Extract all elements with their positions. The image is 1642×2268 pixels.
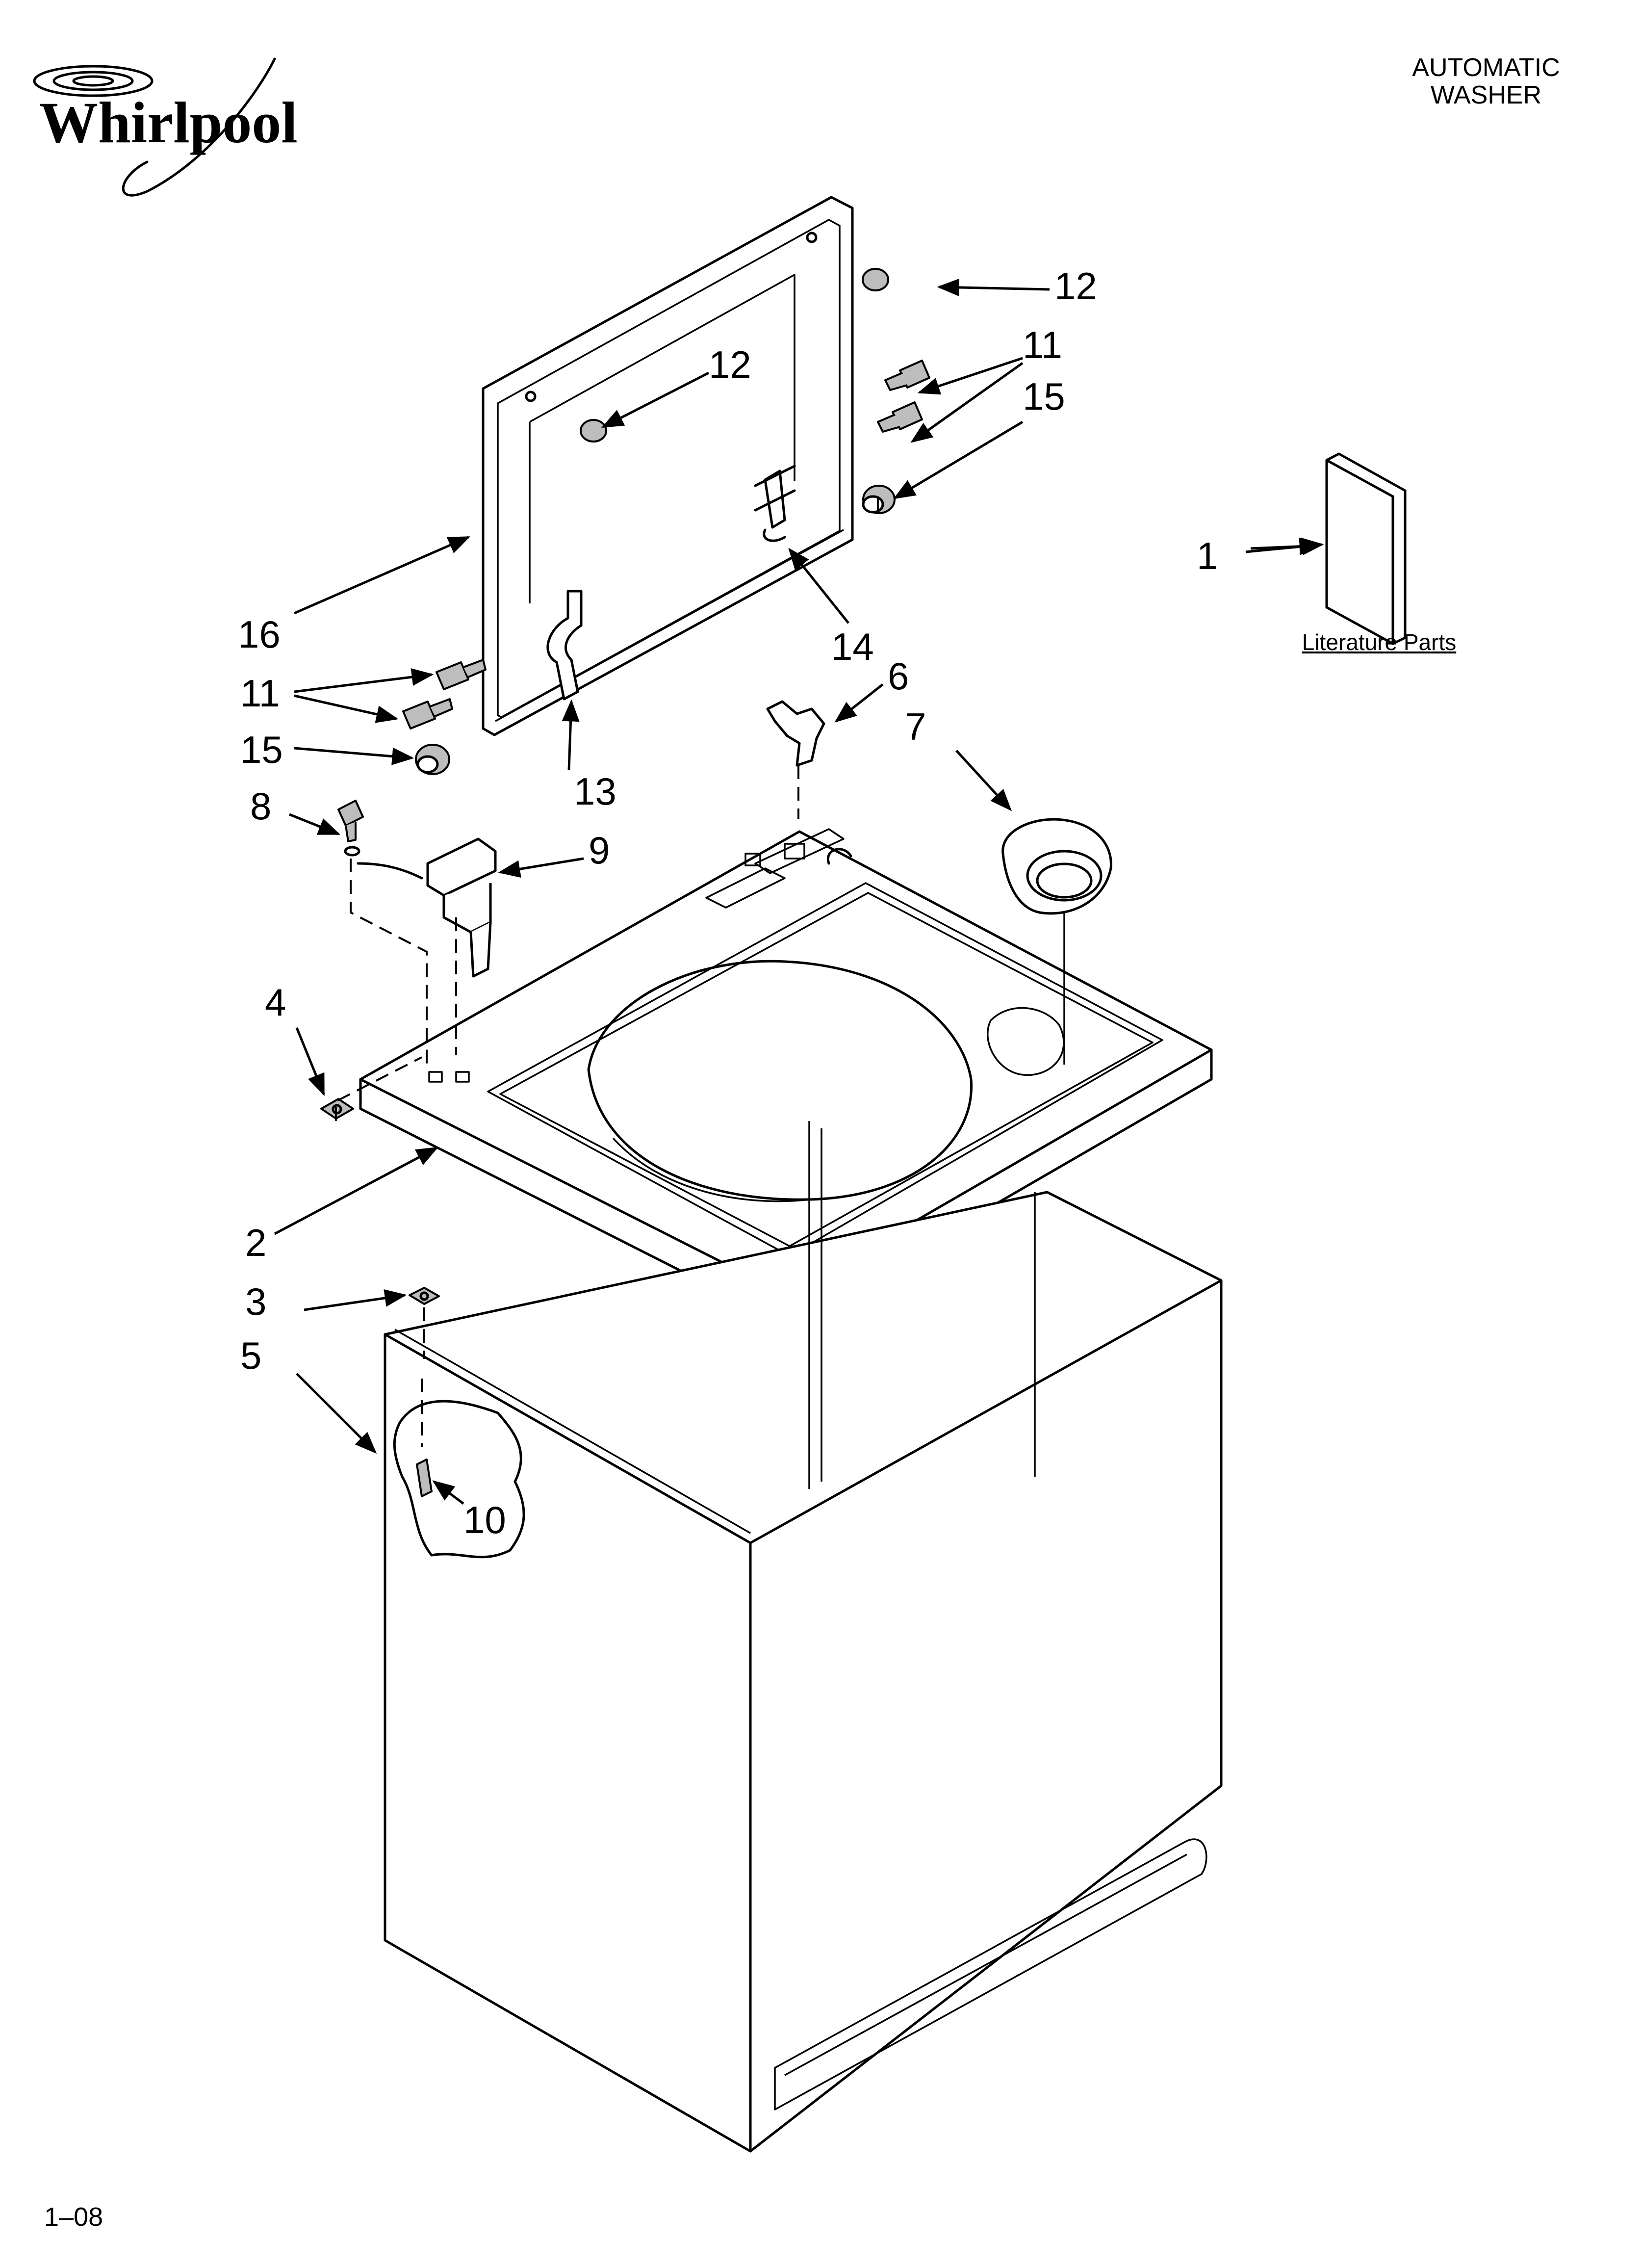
callout-11-right: 11 <box>1023 323 1062 366</box>
cabinet <box>384 1121 1223 2153</box>
lid-screw-right-upper <box>884 360 930 391</box>
literature-parts-booklet <box>1325 452 1407 645</box>
lid-hinge <box>546 590 583 701</box>
assembly-guide-lines <box>335 495 1065 1447</box>
lid-bumper-left <box>580 419 607 443</box>
cabinet-clip <box>409 1287 440 1305</box>
callout-arrows <box>274 278 1324 1505</box>
callout-12-right: 12 <box>1054 264 1097 308</box>
lid-assembly <box>482 196 854 736</box>
callout-13: 13 <box>574 770 616 813</box>
callout-12-center: 12 <box>709 343 751 386</box>
lid-bumper-top <box>862 268 889 291</box>
callout-1: 1 <box>1197 534 1218 577</box>
title-line-2: WASHER <box>1430 81 1542 109</box>
callout-2: 2 <box>245 1221 266 1264</box>
callout-14: 14 <box>831 625 874 668</box>
callout-6: 6 <box>888 654 909 698</box>
callout-9: 9 <box>589 829 610 872</box>
title-line-1: AUTOMATIC <box>1412 53 1560 82</box>
lid-switch <box>357 837 497 978</box>
cabinet-screw <box>416 1459 433 1497</box>
page-number: 1–08 <box>44 2202 103 2232</box>
lid-switch-screw <box>337 800 364 857</box>
callout-16: 16 <box>238 613 281 656</box>
callout-labels: 1 2 3 4 5 6 7 8 9 10 11 11 12 12 13 14 1… <box>238 264 1218 1541</box>
lid-screw-right-lower <box>877 401 923 433</box>
lid-screw-left-upper <box>436 659 487 690</box>
callout-7: 7 <box>905 705 926 748</box>
callout-10: 10 <box>463 1498 506 1541</box>
callout-4: 4 <box>265 981 286 1024</box>
whirlpool-logo: Whirlpool <box>33 57 298 197</box>
brand-wordmark: Whirlpool <box>39 90 298 155</box>
bleach-dispenser <box>1001 818 1112 915</box>
callout-15-right: 15 <box>1023 375 1065 418</box>
lid-bumper-left-lower <box>415 744 450 775</box>
top-panel-clip-left <box>320 1098 354 1120</box>
lid-screw-left-lower <box>402 698 453 730</box>
literature-parts-label: Literature Parts <box>1302 629 1457 655</box>
document-title: AUTOMATIC WASHER <box>1383 54 1589 109</box>
callout-5: 5 <box>240 1334 261 1377</box>
callout-11-left: 11 <box>240 672 280 715</box>
callout-8: 8 <box>250 784 271 828</box>
callout-15-left: 15 <box>240 728 283 771</box>
hinge-clip <box>766 700 825 767</box>
callout-3: 3 <box>245 1280 266 1323</box>
